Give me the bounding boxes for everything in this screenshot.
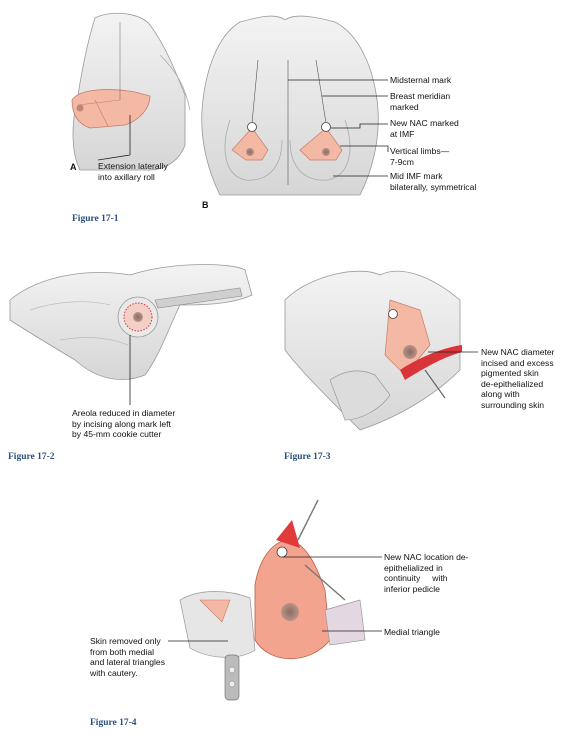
figure-2-caption: Figure 17-2: [8, 452, 55, 462]
label-line: by 45-mm cookie cutter: [72, 429, 162, 439]
label-line: de-epithelialized: [481, 378, 544, 389]
label-new-nac-marked: New NAC marked at IMF: [390, 118, 459, 139]
label-line: at IMF: [390, 128, 415, 139]
label-line: pigmented skin: [481, 368, 539, 378]
label-line: Extension laterally: [98, 161, 168, 171]
label-extension-laterally: Extension laterally into axillary roll: [98, 161, 168, 182]
figure-1b-drawing: [201, 15, 389, 196]
label-line: marked: [390, 101, 419, 112]
figure-3-drawing: [284, 270, 478, 431]
panel-b-letter: B: [202, 200, 209, 210]
label-line: bilaterally, symmetrical: [390, 181, 477, 192]
label-line: Midsternal mark: [390, 75, 452, 85]
label-line: Skin removed only: [90, 636, 161, 646]
figure-3-caption: Figure 17-3: [284, 452, 331, 462]
label-new-nac-location: New NAC location de- epithelialized in c…: [384, 552, 469, 594]
label-mid-imf: Mid IMF mark bilaterally, symmetrical: [390, 171, 476, 192]
label-line: by incising along mark left: [72, 418, 171, 429]
label-line: New NAC location de-: [384, 552, 469, 562]
figure-4-drawing: [168, 499, 382, 701]
label-line: Medial triangle: [384, 627, 440, 637]
label-line: epithelialized in: [384, 562, 443, 573]
figure-1a-drawing: [71, 12, 191, 171]
label-line: Breast meridian: [390, 91, 451, 101]
label-line: Areola reduced in diameter: [72, 408, 176, 418]
label-line: into axillary roll: [98, 171, 155, 182]
label-line: 7-9cm: [390, 156, 414, 167]
label-line: New NAC marked: [390, 118, 459, 128]
label-breast-meridian: Breast meridian marked: [390, 91, 450, 112]
panel-a-letter: A: [70, 162, 77, 172]
label-line: surrounding skin: [481, 399, 545, 410]
label-line: from both medial: [90, 646, 155, 657]
figure-2-drawing: [9, 264, 253, 405]
figure-1-caption: Figure 17-1: [72, 214, 119, 224]
label-new-nac-diameter: New NAC diameter incised and excess pigm…: [481, 347, 555, 410]
label-line: along with: [481, 389, 520, 399]
label-vertical-limbs: Vertical limbs— 7-9cm: [390, 146, 449, 167]
label-line: inferior pedicle: [384, 583, 440, 594]
label-line: incised and excess: [481, 357, 554, 368]
label-midsternal: Midsternal mark: [390, 75, 451, 86]
label-medial-triangle: Medial triangle: [384, 627, 440, 638]
label-line: and lateral triangles: [90, 657, 166, 667]
label-line: continuity with: [384, 573, 448, 583]
label-line: with cautery.: [90, 667, 138, 678]
label-areola-reduced: Areola reduced in diameter by incising a…: [72, 408, 175, 440]
label-line: New NAC diameter: [481, 347, 555, 357]
label-line: Mid IMF mark: [390, 171, 443, 181]
label-skin-removed: Skin removed only from both medial and l…: [90, 636, 165, 678]
figure-4-caption: Figure 17-4: [90, 718, 137, 728]
label-line: Vertical limbs—: [390, 146, 450, 156]
